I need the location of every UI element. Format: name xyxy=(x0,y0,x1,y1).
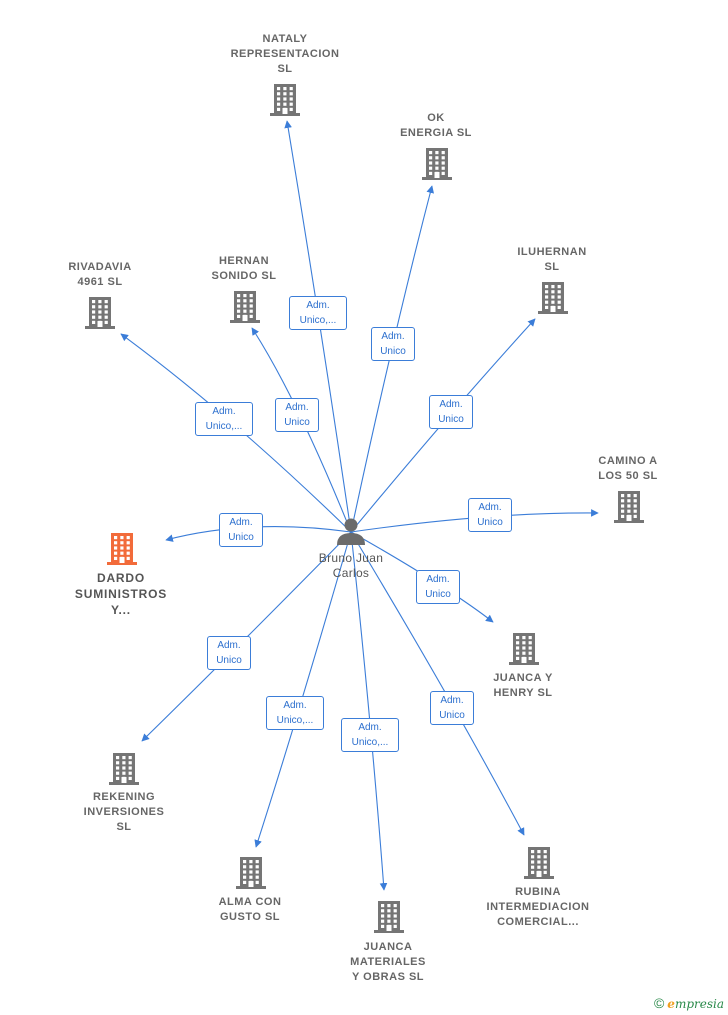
building-icon[interactable] xyxy=(107,533,137,565)
edge-label-juanca-materiales[interactable]: Adm. Unico,... xyxy=(341,718,399,752)
edge-label-ok-energia[interactable]: Adm. Unico xyxy=(371,327,415,361)
company-label-juanca-henry[interactable]: JUANCA Y HENRY SL xyxy=(493,672,553,699)
building-icon[interactable] xyxy=(85,297,115,329)
company-label-alma[interactable]: ALMA CON GUSTO SL xyxy=(218,896,282,923)
building-icon[interactable] xyxy=(109,753,139,785)
company-label-hernan[interactable]: HERNAN SONIDO SL xyxy=(211,255,277,282)
edge-label-hernan[interactable]: Adm. Unico xyxy=(275,398,319,432)
person-label[interactable]: Bruno Juan Carlos xyxy=(318,551,384,580)
building-icon[interactable] xyxy=(422,148,452,180)
edge-label-camino[interactable]: Adm. Unico xyxy=(468,498,512,532)
edge-label-rivadavia[interactable]: Adm. Unico,... xyxy=(195,402,253,436)
edge-label-dardo[interactable]: Adm. Unico xyxy=(219,513,263,547)
building-icon[interactable] xyxy=(236,857,266,889)
company-label-rekening[interactable]: REKENING INVERSIONES SL xyxy=(83,791,165,833)
building-icon[interactable] xyxy=(230,291,260,323)
brand-name: mpresia xyxy=(674,997,724,1011)
company-label-dardo[interactable]: DARDO SUMINISTROS Y... xyxy=(74,571,168,617)
edge-label-rekening[interactable]: Adm. Unico xyxy=(207,636,251,670)
company-label-nataly[interactable]: NATALY REPRESENTACION SL xyxy=(230,33,340,75)
building-icon[interactable] xyxy=(374,901,404,933)
edge-label-alma[interactable]: Adm. Unico,... xyxy=(266,696,324,730)
footer-brand: ©empresia xyxy=(654,995,724,1011)
edge-line-juanca-materiales xyxy=(350,531,388,891)
company-label-rubina[interactable]: RUBINA INTERMEDIACION COMERCIAL... xyxy=(486,886,590,928)
building-icon[interactable] xyxy=(270,84,300,116)
company-label-camino[interactable]: CAMINO A LOS 50 SL xyxy=(598,455,658,482)
edge-label-nataly[interactable]: Adm. Unico,... xyxy=(289,296,347,330)
building-icon[interactable] xyxy=(524,847,554,879)
company-label-rivadavia[interactable]: RIVADAVIA 4961 SL xyxy=(68,261,132,288)
brand-logo-e: e xyxy=(667,997,675,1011)
edge-label-rubina[interactable]: Adm. Unico xyxy=(430,691,474,725)
company-label-ok-energia[interactable]: OK ENERGIA SL xyxy=(400,112,472,139)
person-icon[interactable] xyxy=(337,518,365,546)
building-icon[interactable] xyxy=(509,633,539,665)
copyright-icon: © xyxy=(653,995,665,1011)
building-icon[interactable] xyxy=(614,491,644,523)
building-icon[interactable] xyxy=(538,282,568,314)
company-label-iluhernan[interactable]: ILUHERNAN SL xyxy=(517,246,587,273)
edge-label-juanca-henry[interactable]: Adm. Unico xyxy=(416,570,460,604)
company-label-juanca-materiales[interactable]: JUANCA MATERIALES Y OBRAS SL xyxy=(350,941,426,983)
edge-label-iluhernan[interactable]: Adm. Unico xyxy=(429,395,473,429)
